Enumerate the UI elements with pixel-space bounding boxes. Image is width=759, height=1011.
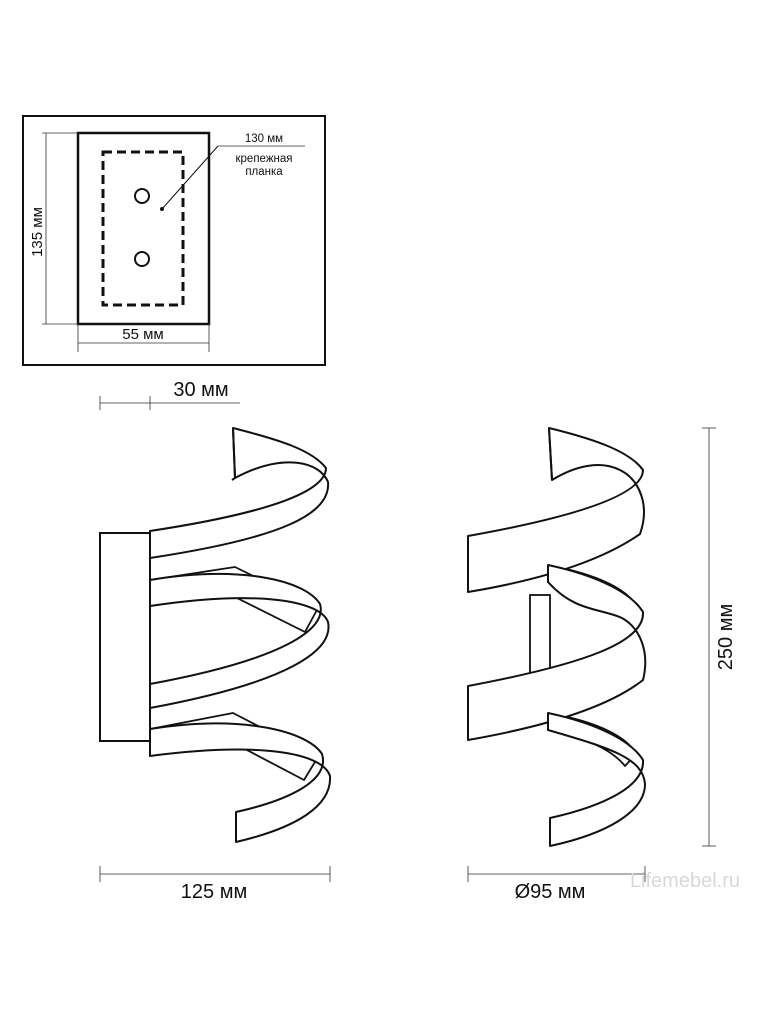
bracket-outline-dashed (101, 150, 185, 307)
bracket-name-line1: крепежная (236, 153, 293, 165)
plate-outline (76, 131, 211, 326)
bracket-leader-line (161, 145, 219, 210)
front-ribbon-band-bottom (547, 712, 646, 847)
plate-height-label: 135 мм (29, 207, 46, 257)
front-height-label: 250 мм (715, 604, 737, 670)
side-ribbon-band-top (149, 427, 330, 559)
side-depth-label: 30 мм (173, 379, 228, 401)
mounting-plate-detail: 130 мм крепежная планка 135 мм 55 мм (22, 115, 326, 366)
bracket-length-label: 130 мм (245, 133, 283, 145)
side-view: 30 мм 125 мм (99, 379, 332, 903)
side-wall-plate (99, 532, 151, 742)
screw-hole-bottom (134, 251, 150, 267)
front-diameter-label: Ø95 мм (515, 881, 586, 903)
plate-width-label: 55 мм (122, 326, 163, 343)
front-ribbon-band-top-end (548, 427, 553, 481)
bracket-name-line2: планка (245, 166, 283, 178)
watermark-text: Lifemebel.ru (630, 870, 740, 892)
screw-hole-top (134, 188, 150, 204)
front-ribbon-band-top (467, 427, 645, 593)
bracket-leader-dot (160, 207, 164, 211)
side-ribbon-band-top-end (231, 427, 237, 481)
side-width-label: 125 мм (181, 881, 247, 903)
front-view: Ø95 мм 250 мм (467, 427, 737, 903)
side-ribbon-band-bottom (149, 722, 332, 843)
side-ribbon-band-middle (149, 573, 330, 709)
front-ribbon-band-middle (467, 564, 647, 741)
